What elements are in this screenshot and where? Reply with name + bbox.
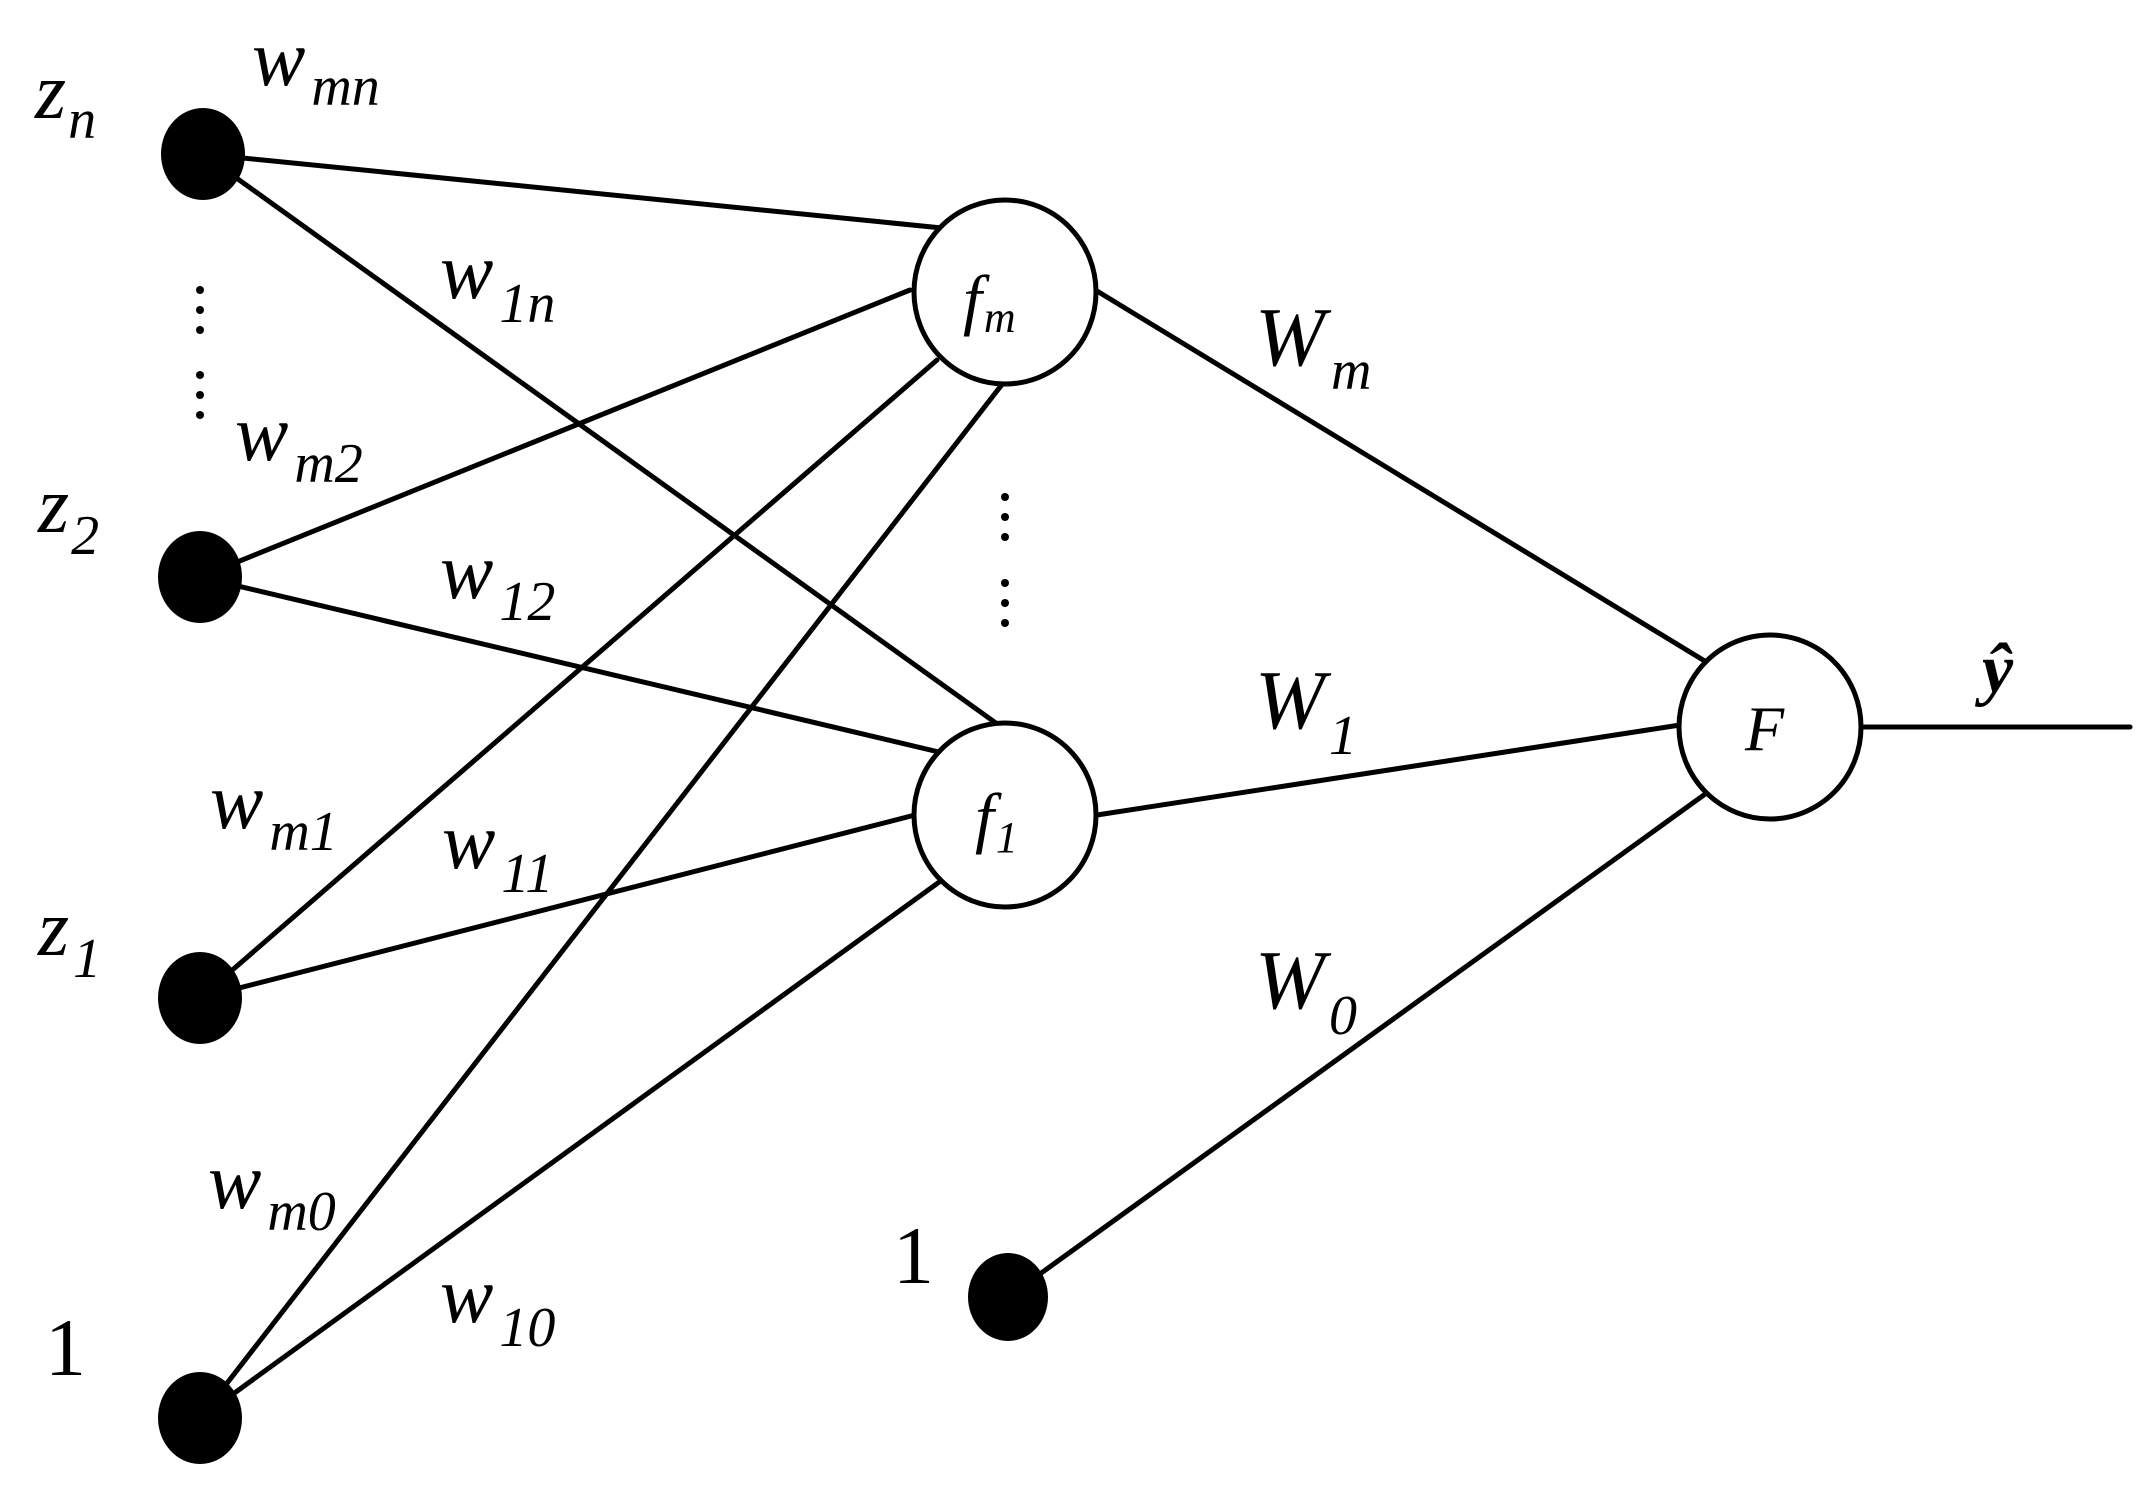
output-node-F [1676,632,1864,822]
output-label-F: F [1744,693,1785,764]
input-node-z1 [158,952,242,1044]
edge-z1-f1 [197,812,918,1001]
edge-z2-fm [197,287,913,580]
input-label-bias: 1 [45,1302,86,1393]
output-label-yhat: ŷ [1975,631,2014,708]
input-label-z2: z2 [37,462,99,567]
edge-fm-F [1094,288,1711,666]
edge-bias2-F [1005,789,1711,1300]
bias2-node [968,1253,1048,1341]
edge-f1-F [1094,722,1683,818]
edge-bias-f1 [197,877,945,1421]
edge-zn-f1 [200,151,1003,729]
edge-zn-fm [200,151,945,231]
input-label-z1: z1 [37,885,101,990]
input-node-zn [161,108,245,200]
input-node-bias [158,1372,242,1464]
input-label-zn: zn [34,48,96,151]
hidden-node-fm [911,197,1099,387]
edge-z1-fm [197,357,940,1001]
edge-bias-fm [197,375,1010,1421]
input-ellipsis [196,286,204,419]
weight-label-W0: W0 [1255,934,1357,1047]
edge-z2-f1 [197,574,946,756]
input-node-z2 [158,531,242,623]
hidden-label-fm: fm [963,261,1016,342]
hidden-node-f1 [911,720,1099,910]
weight-label-W1: W1 [1255,654,1357,767]
hidden-ellipsis [1001,493,1009,627]
bias2-label: 1 [893,1210,934,1301]
